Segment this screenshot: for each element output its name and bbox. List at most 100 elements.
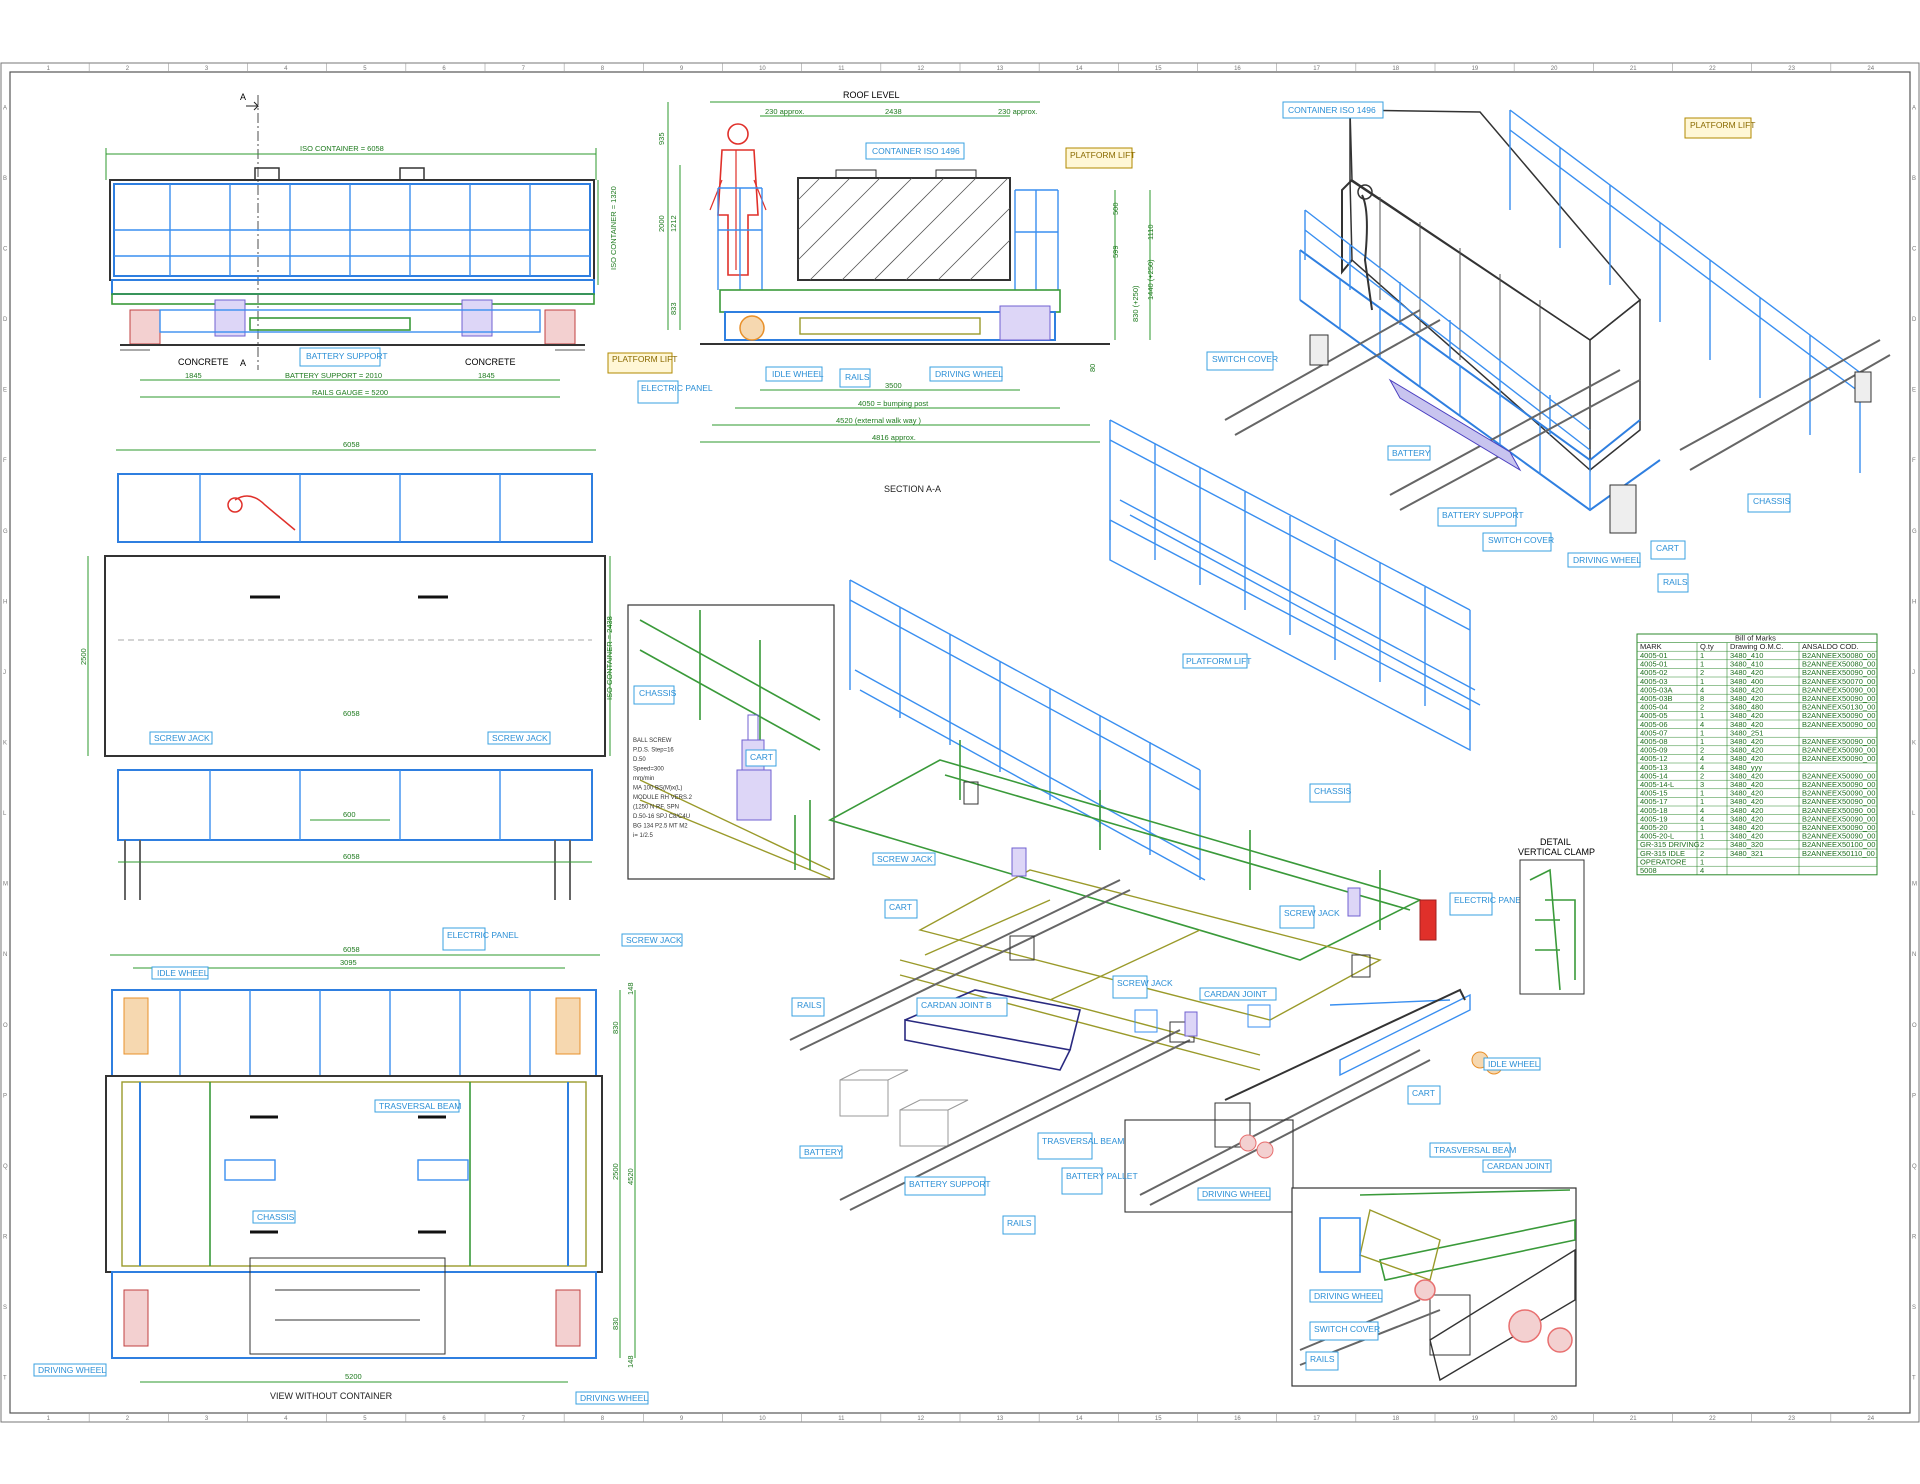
bom-cell: B2ANNEEX50090_00	[1802, 806, 1875, 815]
bom-cell: 1	[1700, 857, 1704, 866]
grid-number: 3	[205, 66, 209, 72]
bom-cell: B2ANNEEX50090_00	[1802, 814, 1875, 823]
label-concrete-right: CONCRETE	[465, 357, 516, 367]
grid-number: 20	[1551, 66, 1558, 72]
svg-text:BATTERY SUPPORT: BATTERY SUPPORT	[909, 1179, 991, 1189]
bom-cell: B2ANNEEX50090_00	[1802, 789, 1875, 798]
grid-number: 18	[1392, 66, 1399, 72]
screw-spec-line: BALL SCREW	[633, 738, 672, 744]
svg-text:CARDAN JOINT: CARDAN JOINT	[1204, 989, 1267, 999]
svg-text:PLATFORM LIFT: PLATFORM LIFT	[1186, 656, 1252, 666]
bom-header: ANSALDO COD.	[1802, 642, 1859, 651]
callout-container-iso-a: CONTAINER ISO 1496	[865, 142, 965, 160]
bom-cell: 4005-06	[1640, 720, 1668, 729]
grid-number: 6	[442, 66, 446, 72]
grid-letter: J	[3, 670, 6, 676]
screw-spec-line: D.50-16 SPJ C8/C4U	[633, 814, 690, 820]
bom-cell: 8	[1700, 694, 1704, 703]
svg-text:PLATFORM LIFT: PLATFORM LIFT	[1690, 120, 1756, 130]
bom-cell: 3480_321	[1730, 849, 1763, 858]
grid-letter: N	[3, 952, 7, 958]
svg-text:DRIVING WHEEL: DRIVING WHEEL	[580, 1393, 648, 1403]
dim-500: 500	[1111, 202, 1120, 215]
callout-cardan-joint-a: CARDAN JOINT B	[916, 997, 1008, 1017]
svg-text:CONTAINER ISO 1496: CONTAINER ISO 1496	[1288, 105, 1376, 115]
grid-number: 5	[363, 66, 367, 72]
callout-switch-cover-c: SWITCH COVER	[1309, 1321, 1380, 1341]
bom-cell: 3480_420	[1730, 737, 1763, 746]
grid-letter: S	[3, 1305, 7, 1311]
dim-230-right: 230 approx.	[998, 107, 1038, 116]
grid-letter: B	[3, 176, 7, 182]
bom-cell: 3480_420	[1730, 694, 1763, 703]
grid-number: 10	[759, 1416, 766, 1422]
grid-number: 9	[680, 66, 684, 72]
callout-rails-c: RAILS	[791, 997, 825, 1017]
svg-text:BATTERY: BATTERY	[804, 1147, 843, 1157]
svg-text:SCREW JACK: SCREW JACK	[1284, 908, 1340, 918]
bom-cell: 1	[1700, 789, 1704, 798]
bom-cell: 1	[1700, 660, 1704, 669]
bom-cell: B2ANNEEX50090_00	[1802, 823, 1875, 832]
bom-cell: 3480_420	[1730, 814, 1763, 823]
svg-text:PLATFORM LIFT: PLATFORM LIFT	[612, 354, 678, 364]
grid-number: 20	[1551, 1416, 1558, 1422]
bom-cell: B2ANNEEX50090_00	[1802, 720, 1875, 729]
dim-battery-support: BATTERY SUPPORT = 2010	[285, 371, 382, 380]
platform-lift-iso	[1109, 419, 1481, 752]
bom-cell: 2	[1700, 771, 1704, 780]
bom-cell: 3480_420	[1730, 720, 1763, 729]
grid-letter: C	[1912, 246, 1917, 252]
svg-text:CHASSIS: CHASSIS	[639, 688, 677, 698]
svg-text:RAILS: RAILS	[797, 1000, 822, 1010]
dim-2438: 2438	[885, 107, 902, 116]
dim-1440: 1440 (+250)	[1146, 259, 1155, 300]
bom-cell: 3480_410	[1730, 651, 1763, 660]
bom-cell: 3480_420	[1730, 771, 1763, 780]
bom-cell: 5008	[1640, 866, 1657, 875]
bot-dim-830-bottom: 830	[611, 1317, 620, 1330]
callout-screw-jack-b: SCREW JACK	[487, 731, 551, 745]
bom-cell: 4	[1700, 685, 1704, 694]
callout-platform-lift-c: PLATFORM LIFT	[1684, 117, 1756, 139]
bom-cell: B2ANNEEX50090_00	[1802, 771, 1875, 780]
svg-text:SCREW JACK: SCREW JACK	[154, 733, 210, 743]
bom-cell: B2ANNEEX50090_00	[1802, 668, 1875, 677]
callout-cart-d: CART	[1407, 1085, 1441, 1105]
grid-number: 8	[601, 66, 605, 72]
grid-number: 16	[1234, 66, 1241, 72]
dim-80: 80	[1088, 364, 1097, 372]
svg-text:IDLE WHEEL: IDLE WHEEL	[1488, 1059, 1540, 1069]
grid-letter: F	[1912, 458, 1916, 464]
callout-cardan-joint-c: CARDAN JOINT	[1482, 1159, 1552, 1173]
callout-rails-e: RAILS	[1305, 1351, 1339, 1371]
grid-letter: H	[1912, 599, 1916, 605]
svg-text:TRASVERSAL BEAM: TRASVERSAL BEAM	[1042, 1136, 1124, 1146]
svg-text:DRIVING WHEEL: DRIVING WHEEL	[1573, 555, 1641, 565]
grid-number: 22	[1709, 66, 1716, 72]
grid-number: 23	[1788, 1416, 1795, 1422]
callout-screw-jack-a: SCREW JACK	[149, 731, 213, 745]
callout-battery-support-front: BATTERY SUPPORT	[299, 347, 388, 367]
bom-cell: 3480_420	[1730, 746, 1763, 755]
svg-text:CART: CART	[1412, 1088, 1435, 1098]
bom-cell: 3480_420	[1730, 711, 1763, 720]
callout-container-iso-b: CONTAINER ISO 1496	[1282, 101, 1384, 119]
bom-cell: 4005-18	[1640, 806, 1668, 815]
bom-cell: 4005-03B	[1640, 694, 1673, 703]
grid-number: 3	[205, 1416, 209, 1422]
svg-text:IDLE WHEEL: IDLE WHEEL	[772, 369, 824, 379]
bot-dim-148-bottom: 148	[626, 1355, 635, 1368]
grid-number: 11	[838, 66, 845, 72]
callout-screw-jack-e: SCREW JACK	[1279, 905, 1340, 929]
callout-cart-b: CART	[745, 749, 777, 767]
screw-spec-line: MA 100 BS(M)x(L)	[633, 786, 682, 792]
svg-text:RAILS: RAILS	[845, 372, 870, 382]
dim-830: 830 (+250)	[1131, 285, 1140, 322]
section-marker-letter-bottom: A	[240, 358, 246, 368]
dim-3500: 3500	[885, 381, 902, 390]
bom-cell: 4	[1700, 866, 1704, 875]
dim-iso-container-height: ISO CONTAINER = 1320	[609, 186, 618, 270]
